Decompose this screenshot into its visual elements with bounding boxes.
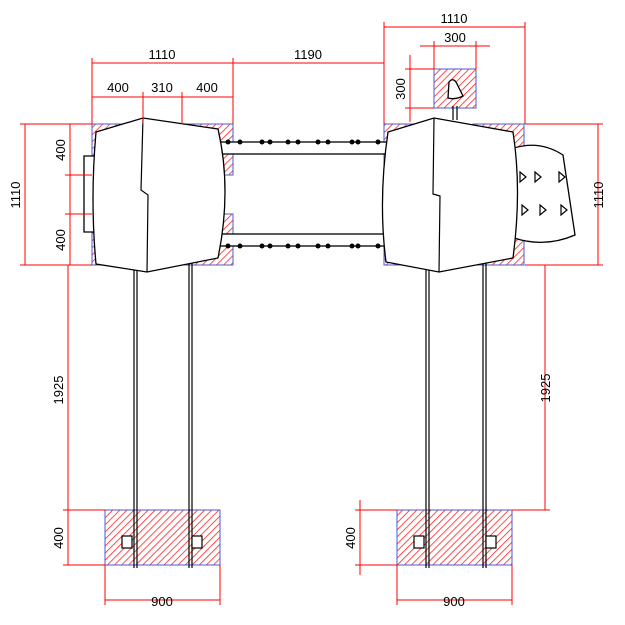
dim-left-leg: 1925: [51, 376, 66, 405]
right-tower: [381, 79, 576, 273]
dim-right-depth: 1110: [591, 182, 606, 209]
dim-left-depth: 1110: [8, 182, 23, 209]
legs: [121, 258, 497, 568]
dim-left-pad-upper: 400: [53, 139, 68, 161]
dim-right-leg: 1925: [538, 374, 553, 403]
dim-left-base-depth: 400: [51, 527, 66, 549]
dim-left-pad1: 400: [107, 80, 129, 95]
dim-bridge-span: 1190: [294, 47, 322, 62]
dimension-labels: 1110 400 310 400 1190 1110 300 300 400 4…: [8, 11, 606, 609]
dim-left-gap: 310: [151, 80, 173, 95]
dim-left-pad2: 400: [196, 80, 218, 95]
dim-roof-pad: 300: [444, 30, 466, 45]
dim-roof-pad-vertical: 300: [393, 78, 408, 100]
dim-right-width: 1110: [441, 11, 468, 26]
dim-left-pad-lower: 400: [53, 229, 68, 251]
dim-right-base-width: 900: [443, 594, 465, 609]
dim-right-base-depth: 400: [343, 527, 358, 549]
dim-left-width: 1110: [149, 47, 176, 62]
dimension-lines: [20, 22, 603, 605]
left-tower: [83, 117, 226, 273]
bridge: [219, 139, 391, 249]
dim-left-base-width: 900: [151, 594, 173, 609]
